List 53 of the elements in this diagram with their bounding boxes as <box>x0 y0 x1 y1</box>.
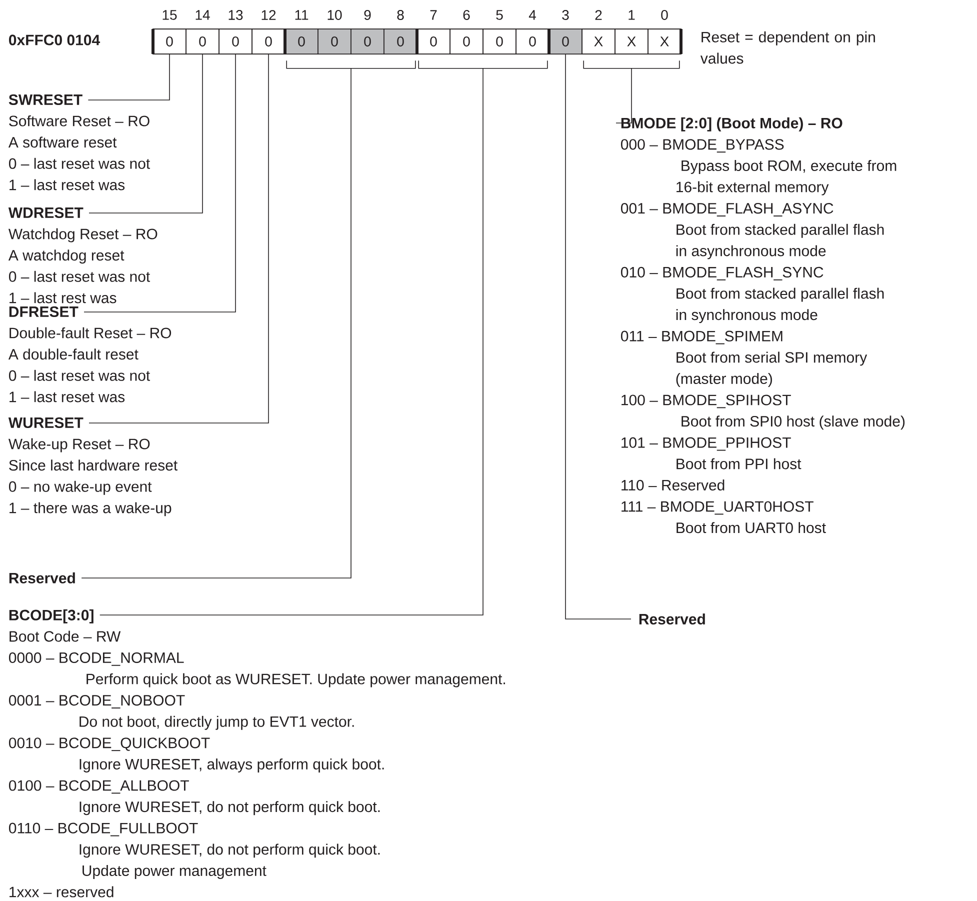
bit-cell: 0 <box>384 28 418 54</box>
bit-number: 5 <box>496 10 503 20</box>
field-description: SWRESET Software Reset – RO A software reset 0 – last reset was not 1 – last reset was <box>8 94 150 190</box>
reset-note: Reset = dependent on pin values <box>700 31 875 64</box>
bit-cell: 0 <box>516 28 550 54</box>
bit-number: 11 <box>295 10 308 20</box>
bit-number: 14 <box>196 10 210 20</box>
bracket <box>418 60 548 69</box>
bit-cell: X <box>648 28 682 54</box>
bit-cell: X <box>582 28 616 54</box>
bit-cell: 0 <box>450 28 484 54</box>
field-description: Reserved <box>9 572 75 584</box>
leader-line <box>88 54 269 424</box>
bracket <box>286 60 416 69</box>
bit-number: 8 <box>397 10 404 20</box>
leader-line <box>88 54 170 100</box>
leader-line <box>616 68 632 124</box>
bit-number: 6 <box>463 10 470 20</box>
leader-line <box>88 54 203 214</box>
bit-number: 2 <box>595 10 602 20</box>
leader-line <box>99 68 484 616</box>
leader-line <box>565 54 632 620</box>
field-description: BCODE[3:0] Boot Code – RW 0000 – BCODE_NORMAL Perform quick boot as WURESET. Update power management. 0001 – BCODE_NOBOOT Do not boot, directly jump to EVT1 vector. 0010 – BCODE_QUICKBOOT Ignore WURESET, always perform quick boot. 0100 – BCODE_ALLBOOT Ignore WURESET, do not perform quick boot. 0110 – BCODE_FULLBOOT Ignore WURESET, do not perform quick boot. Update power management 1xxx – reserved <box>8 609 505 898</box>
bit-number: 3 <box>562 10 569 20</box>
bit-cell: 0 <box>416 28 450 54</box>
bit-cell: 0 <box>482 28 516 54</box>
bit-cell: 0 <box>318 28 352 54</box>
bit-number: 12 <box>262 10 276 20</box>
register-address: 0xFFC0 0104 <box>9 34 100 46</box>
field-description: WURESET Wake-up Reset – RO Since last hardware reset 0 – no wake-up event 1 – there was a wake-up <box>8 417 178 516</box>
bracket <box>583 60 680 69</box>
bit-number: 7 <box>430 10 437 20</box>
bit-number: 10 <box>328 10 342 20</box>
bit-number: 9 <box>364 10 371 20</box>
bit-number: 4 <box>528 10 536 20</box>
bit-cell: 0 <box>284 28 318 54</box>
bit-number: 13 <box>228 10 243 20</box>
field-name: Reserved <box>639 614 705 624</box>
bit-number: 0 <box>661 10 668 20</box>
bit-cell: X <box>614 28 648 54</box>
leader-line <box>81 68 352 578</box>
bit-number: 15 <box>162 10 177 20</box>
bit-cell: 0 <box>548 28 582 54</box>
field-description: DFRESET Double-fault Reset – RO A double-fault reset 0 – last reset was not 1 – last reset was <box>8 306 172 402</box>
bit-cell: 0 <box>350 28 384 54</box>
field-description: WDRESET Watchdog Reset – RO A watchdog reset 0 – last reset was not 1 – last rest was <box>8 207 158 304</box>
bit-cell: 0 <box>186 28 220 54</box>
leader-line <box>84 54 236 312</box>
field-description: BMODE [2:0] (Boot Mode) – RO 000 – BMODE_BYPASS Bypass boot ROM, execute from 16-bit external memory 001 – BMODE_FLASH_ASYNC Boot from stacked parallel flash in asynchronous mode 010 – BMODE_FLASH_SYNC Boot from stacked parallel flash in synchronous mode 011 – BMODE_SPIMEM Boot from serial SPI memory (master mode) 100 – BMODE_SPIHOST Boot from SPI0 host (slave mode) 101 – BMODE_PPIHOST Boot from PPI host 110 – Reserved 111 – BMODE_UART0HOST Boot from UART0 host <box>620 117 905 534</box>
bit-number: 1 <box>628 10 635 20</box>
bit-cell: 0 <box>252 28 286 54</box>
bit-cell: 0 <box>218 28 252 54</box>
bit-cell: 0 <box>152 28 186 54</box>
